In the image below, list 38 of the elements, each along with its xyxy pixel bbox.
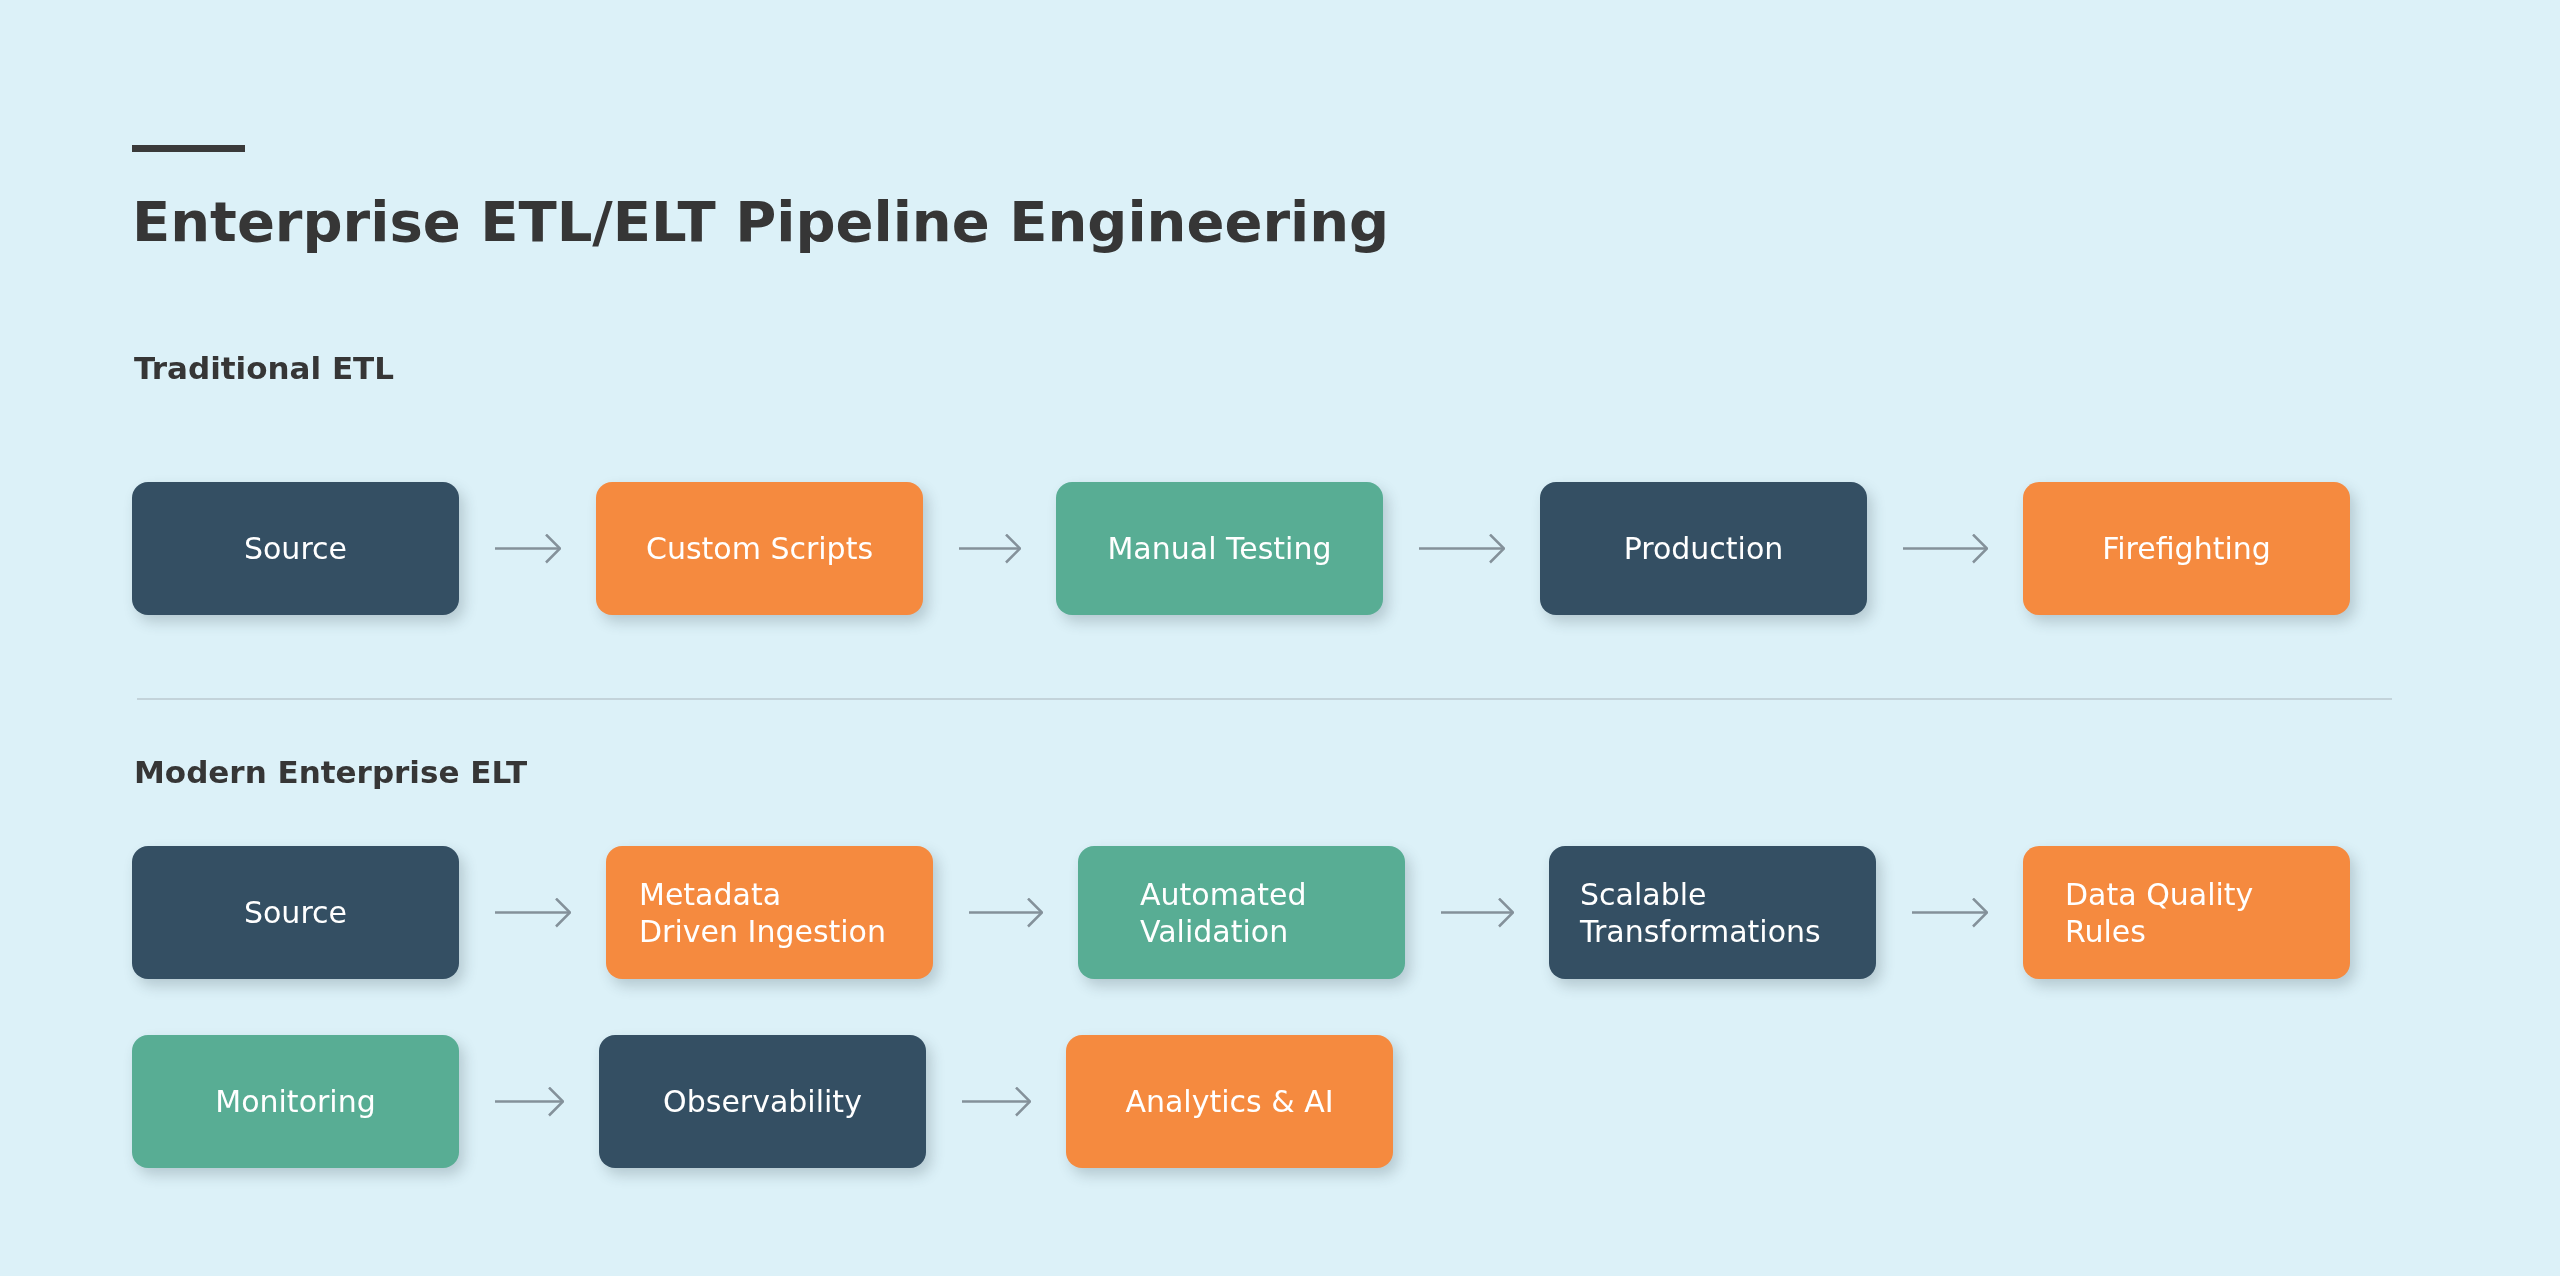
step-label: Observability: [663, 1083, 862, 1120]
process-box: [132, 482, 459, 615]
step-label: Automated Validation: [1140, 875, 1307, 950]
section-heading: Traditional ETL: [134, 353, 394, 384]
step-label: Firefighting: [2102, 530, 2271, 567]
arrow: [1419, 533, 1506, 564]
process-box: [132, 1035, 459, 1168]
arrow: [495, 533, 562, 564]
process-box: [1056, 482, 1383, 615]
arrow: [1912, 897, 1989, 928]
process-box: [1066, 1035, 1393, 1168]
step-label: Monitoring: [215, 1083, 376, 1120]
step-label: Metadata Driven Ingestion: [639, 875, 886, 950]
process-box: [606, 846, 933, 979]
arrow: [959, 533, 1022, 564]
step-label: Scalable Transformations: [1580, 875, 1821, 950]
arrow: [495, 897, 572, 928]
step-label: Custom Scripts: [645, 530, 874, 567]
process-box: [596, 482, 923, 615]
process-box: [1078, 846, 1405, 979]
process-box: [2023, 482, 2350, 615]
step-label: Data Quality Rules: [2065, 875, 2254, 950]
process-box: [132, 846, 459, 979]
step-label: Production: [1623, 530, 1784, 567]
arrow: [495, 1086, 565, 1117]
process-box: [1549, 846, 1876, 979]
process-box: [599, 1035, 926, 1168]
step-label: Analytics & AI: [1125, 1083, 1334, 1120]
step-label: Manual Testing: [1107, 530, 1332, 567]
section-heading: Modern Enterprise ELT: [134, 757, 528, 788]
arrow: [1903, 533, 1989, 564]
process-box: [2023, 846, 2350, 979]
arrow: [1441, 897, 1515, 928]
process-box: [1540, 482, 1867, 615]
arrow: [962, 1086, 1032, 1117]
step-label: Source: [243, 530, 347, 567]
step-label: Source: [243, 894, 347, 931]
arrow: [969, 897, 1044, 928]
